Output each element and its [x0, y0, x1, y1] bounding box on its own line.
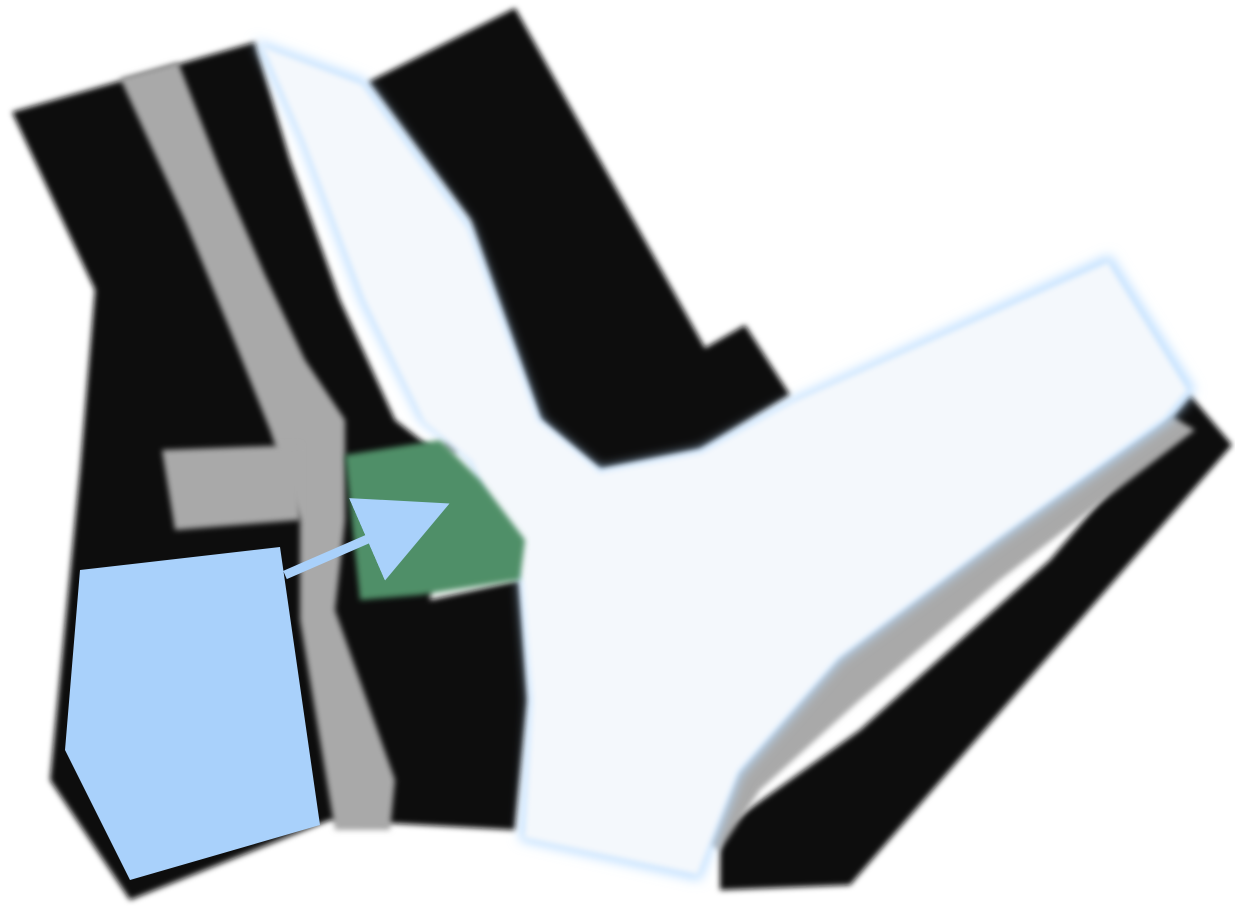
path-edge-right [700, 415, 1195, 850]
building-lower-right [720, 395, 1232, 890]
path-branch [162, 445, 300, 530]
callout-arrow [283, 498, 450, 581]
callout-box[interactable] [65, 547, 320, 880]
path-vertical [120, 62, 395, 830]
open-space [262, 46, 1188, 875]
building-upper [368, 8, 790, 470]
